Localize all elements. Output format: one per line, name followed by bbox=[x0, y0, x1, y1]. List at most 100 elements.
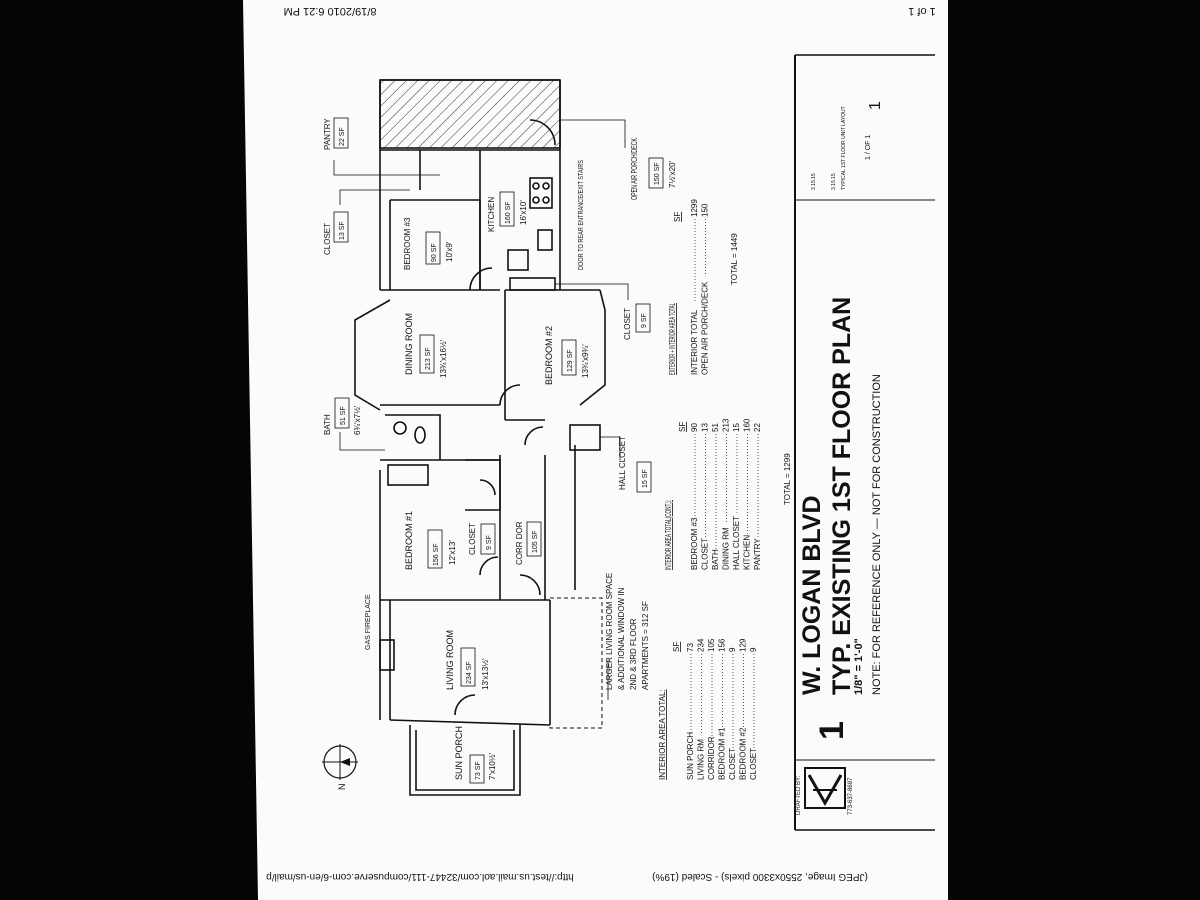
interior-row-value: 9 bbox=[728, 647, 737, 652]
interior-cont-row-label: DINING RM bbox=[722, 527, 731, 570]
interior-row-value: 234 bbox=[697, 638, 706, 652]
kitchen-name: KITCHEN bbox=[487, 197, 496, 232]
closet3-name: CLOSET bbox=[323, 223, 332, 255]
sun-porch-dims: 7'x10½' bbox=[488, 752, 497, 780]
bedroom3-dims: 10'x9' bbox=[445, 241, 454, 262]
ext-int-title: EXTERIOR + INTERIOR AREA TOTAL bbox=[668, 303, 677, 375]
living-note-line-2: & ADDITIONAL WINDOW IN bbox=[617, 587, 626, 690]
interior-cont-row-label: BEDROOM #3 bbox=[690, 517, 699, 570]
bedroom3-name: BEDROOM #3 bbox=[403, 217, 412, 270]
porch-area: 150 SF bbox=[654, 162, 661, 185]
interior-row-label: SUN PORCH bbox=[686, 732, 695, 780]
larger-living-note: LARGER LIVING ROOM SPACE & ADDITIONAL WI… bbox=[605, 573, 650, 700]
interior-row-label: BEDROOM #2 bbox=[739, 727, 748, 780]
corridor-name: CORR DOR bbox=[515, 521, 524, 565]
bedroom2-dims: 13¾'x9¾' bbox=[581, 344, 590, 378]
interior-row-value: 9 bbox=[749, 647, 758, 652]
interior-cont-row-value: 51 bbox=[711, 423, 720, 432]
interior-area-table: INTERIOR AREA TOTAL: SF SUN PORCH 73LIVIN… bbox=[658, 638, 758, 780]
interior-table-title: INTERIOR AREA TOTAL: bbox=[658, 689, 667, 780]
drafted-by-label: DRAFTED BY: bbox=[796, 775, 802, 815]
living-room-dims: 13'x13½' bbox=[481, 658, 490, 690]
ext-int-row-label: INTERIOR TOTAL bbox=[690, 309, 699, 375]
interior-cont-row-value: 13 bbox=[701, 423, 710, 432]
sheet-title: TYPICAL 1ST FLOOR UNIT LAYOUT bbox=[841, 106, 847, 190]
interior-cont-title: INTERIOR AREA TOTAL(CONT.): bbox=[664, 500, 673, 570]
interior-row-label: CLOSET bbox=[728, 748, 737, 780]
interior-cont-row-value: 213 bbox=[722, 418, 731, 432]
drawing-title: TYP. EXISTING 1ST FLOOR PLAN bbox=[828, 297, 856, 695]
construction-note: NOTE: FOR REFERENCE ONLY — NOT FOR CONST… bbox=[871, 374, 883, 695]
bath-name: BATH bbox=[323, 414, 332, 435]
corridor-area: 105 SF bbox=[532, 530, 539, 553]
interior-row-value: 73 bbox=[686, 643, 695, 652]
sun-porch-area: 73 SF bbox=[475, 761, 482, 780]
interior-cont-row-label: PANTRY bbox=[753, 538, 762, 570]
sheet-date-1: 3.15.15 bbox=[811, 173, 817, 190]
living-note-line-3: 2ND & 3RD FLOOR bbox=[629, 618, 638, 690]
sheet-of: 1 / OF 1 bbox=[865, 135, 872, 160]
print-timestamp: 8/19/2010 6:21 PM bbox=[284, 5, 377, 17]
closet1-name: CLOSET bbox=[468, 523, 477, 555]
interior-cont-row-label: HALL CLOSET bbox=[732, 516, 741, 570]
bedroom1-name: BEDROOM #1 bbox=[404, 511, 414, 570]
door-rear-label: DOOR TO REAR ENTRANCE/EXIT STAIRS bbox=[578, 160, 585, 270]
interior-cont-unit: SF bbox=[678, 422, 687, 432]
gas-fireplace-label: GAS FIREPLACE bbox=[365, 594, 372, 650]
north-arrow-icon bbox=[322, 744, 358, 780]
interior-cont-row-label: BATH bbox=[711, 549, 720, 570]
sheet-number: 1 bbox=[867, 101, 884, 110]
interior-cont-row-value: 22 bbox=[753, 423, 762, 432]
drafted-by-logo bbox=[804, 767, 846, 809]
closet3-area: 13 SF bbox=[339, 221, 346, 240]
drawing-scale: 1/8" = 1'-0" bbox=[853, 638, 865, 695]
hall-closet-area: 15 SF bbox=[642, 469, 649, 488]
bath-area: 51 SF bbox=[340, 406, 347, 425]
bedroom2-name: BEDROOM #2 bbox=[544, 326, 554, 385]
living-note-line-1: LARGER LIVING ROOM SPACE bbox=[605, 573, 614, 690]
kitchen-dims: 16'x10' bbox=[519, 200, 528, 225]
living-room-area: 234 SF bbox=[466, 661, 473, 684]
interior-row-value: 156 bbox=[718, 638, 727, 652]
ext-int-row-value: 1299 bbox=[690, 199, 699, 217]
sheet-date-2: 3.15.15 bbox=[831, 173, 837, 190]
kitchen-area: 160 SF bbox=[505, 201, 512, 224]
interior-cont-row-label: KITCHEN bbox=[743, 535, 752, 570]
interior-table-unit: SF bbox=[672, 642, 681, 652]
print-page-number: 1 of 1 bbox=[908, 5, 936, 17]
pantry-name: PANTRY bbox=[323, 118, 332, 150]
bedroom1-dims: 12'x13' bbox=[448, 540, 457, 565]
bedroom1-area: 156 SF bbox=[433, 543, 440, 566]
interior-row-value: 105 bbox=[707, 638, 716, 652]
ext-int-row-value: 150 bbox=[701, 203, 710, 217]
ext-int-unit: SF bbox=[673, 212, 682, 222]
north-label: N bbox=[337, 784, 347, 791]
pantry-area: 22 SF bbox=[339, 127, 346, 146]
interior-cont-row-value: 15 bbox=[732, 423, 741, 432]
ext-int-total: TOTAL = 1449 bbox=[730, 233, 739, 285]
interior-row-label: LIVING RM bbox=[697, 739, 706, 780]
closet2-name: CLOSET bbox=[623, 308, 632, 340]
bedroom3-area: 90 SF bbox=[431, 243, 438, 262]
open-air-porch-hatch bbox=[379, 79, 561, 149]
interior-row-value: 129 bbox=[739, 638, 748, 652]
sun-porch-name: SUN PORCH bbox=[454, 726, 464, 780]
interior-cont-row-value: 90 bbox=[690, 423, 699, 432]
exterior-interior-table: EXTERIOR + INTERIOR AREA TOTAL SF INTERI… bbox=[668, 199, 739, 375]
print-image-info: (JPEG Image, 2550x3300 pixels) - Scaled … bbox=[652, 871, 868, 882]
closet2-area: 9 SF bbox=[641, 313, 648, 328]
interior-cont-row-label: CLOSET bbox=[701, 538, 710, 570]
living-room-name: LIVING ROOM bbox=[445, 630, 455, 690]
porch-dims: 7½'x20' bbox=[668, 160, 677, 188]
interior-row-label: CORRIDOR bbox=[707, 736, 716, 780]
interior-cont-row-value: 160 bbox=[743, 418, 752, 432]
dining-room-area: 213 SF bbox=[425, 347, 432, 370]
hall-closet-name: HALL CLOSET bbox=[618, 436, 627, 490]
closet1-area: 9 SF bbox=[486, 535, 493, 550]
interior-row-label: CLOSET bbox=[749, 748, 758, 780]
interior-cont-total: TOTAL = 1299 bbox=[783, 453, 792, 505]
drawing-number: 1 bbox=[813, 721, 851, 740]
bedroom2-area: 129 SF bbox=[567, 349, 574, 372]
bath-dims: 6¾'x7½' bbox=[353, 405, 362, 435]
